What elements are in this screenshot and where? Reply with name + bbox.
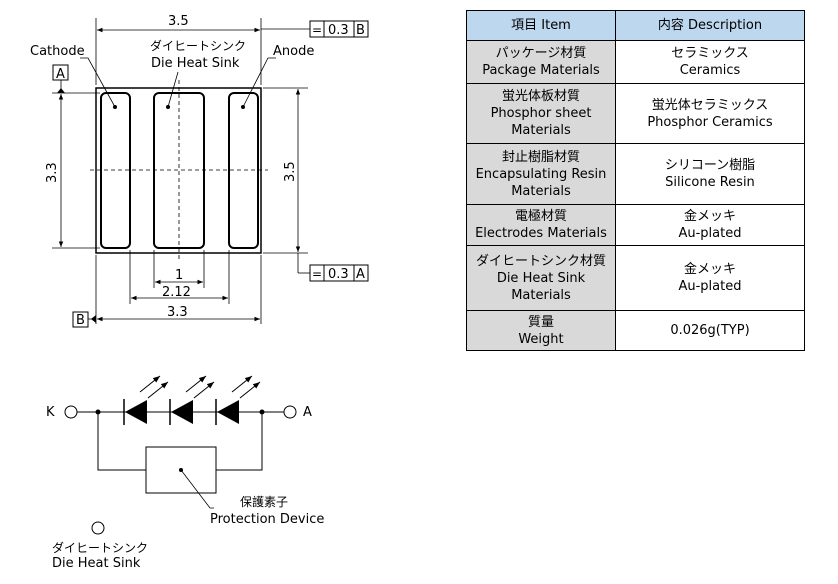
cathode-leader: [80, 57, 116, 108]
flatness-symbol-top: =: [312, 23, 322, 37]
heatsink-label-en: Die Heat Sink: [151, 56, 240, 71]
dim-gap-1-label: 1: [175, 268, 183, 283]
heatsink-leader: [167, 71, 179, 108]
dim-width-top-label: 3.5: [168, 14, 189, 29]
cathode-label: Cathode: [30, 44, 85, 59]
k-label: K: [46, 405, 55, 420]
desc-cell: 0.026g(TYP): [615, 310, 805, 351]
circuit-heatsink-jp: ダイヒートシンク: [52, 540, 148, 555]
table-header-row: 項目 Item 内容 Description: [466, 10, 805, 41]
tolerance-top: 0.3: [328, 23, 349, 38]
anode-pad: [228, 92, 259, 249]
circuit-diagram: K A 保護素子 Protectio: [46, 375, 324, 571]
a-label: A: [303, 405, 312, 420]
dim-gap-212-label: 2.12: [162, 285, 191, 300]
flatness-symbol-bottom: =: [312, 267, 322, 281]
k-terminal: [64, 405, 78, 419]
protection-label-en: Protection Device: [210, 512, 324, 527]
datum-a: A: [56, 67, 65, 82]
circuit-heatsink-en: Die Heat Sink: [52, 556, 141, 571]
package-outline: [95, 87, 262, 254]
dim-height-right-label: 3.5: [283, 161, 298, 182]
a-terminal: [283, 405, 297, 419]
tolerance-bottom-ref: A: [356, 267, 365, 282]
tolerance-bottom: 0.3: [328, 267, 349, 282]
heatsink-label-jp: ダイヒートシンク: [150, 38, 246, 53]
led-3: [215, 399, 239, 425]
datum-b: B: [76, 313, 85, 328]
dim-width-bottom-label: 3.3: [167, 305, 188, 320]
anode-label: Anode: [273, 44, 314, 59]
cathode-pad: [100, 92, 131, 249]
anode-leader: [242, 57, 276, 108]
dim-height-left-label: 3.3: [45, 162, 60, 183]
header-description: 内容 Description: [615, 10, 805, 41]
heatsink-terminal: [91, 521, 105, 535]
header-item: 項目 Item: [466, 10, 616, 41]
led-2: [169, 399, 193, 425]
protection-label-jp: 保護素子: [240, 494, 288, 509]
led-1: [123, 399, 147, 425]
tolerance-top-ref: B: [356, 23, 365, 38]
